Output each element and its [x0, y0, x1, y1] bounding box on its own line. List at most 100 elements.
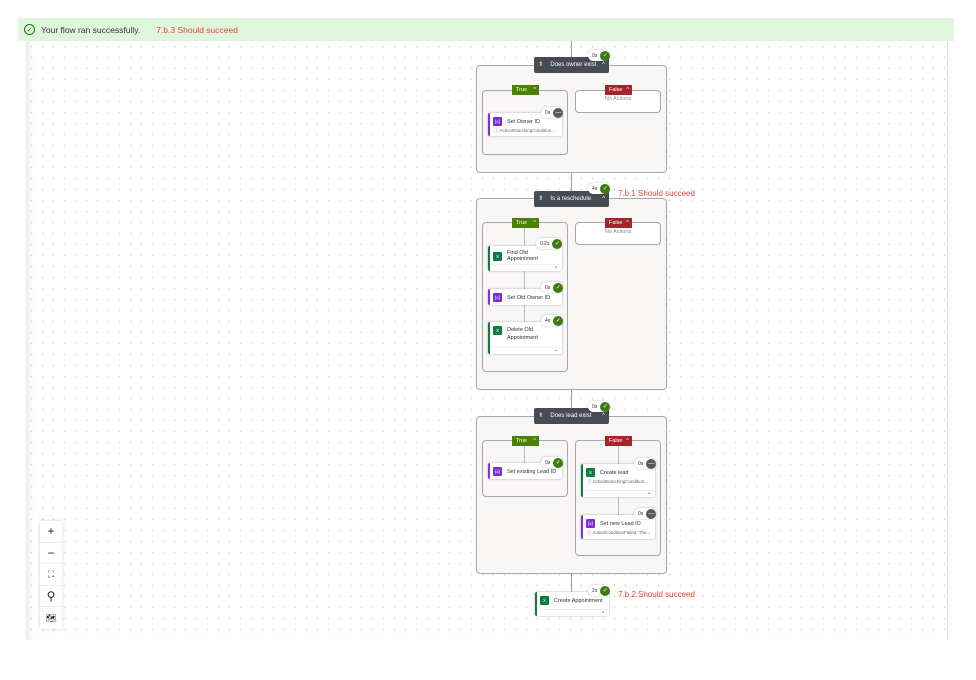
label-text: True [516, 220, 528, 226]
success-icon: ✓ [553, 457, 564, 468]
run-badge: 2s✓ [588, 585, 611, 596]
annotation: 7.b.1 Should succeed [618, 189, 695, 198]
label-text: False [609, 87, 623, 93]
action-subtitle: ⓘ ActionBranchingCondition... [494, 128, 556, 133]
condition-title: Does lead exist [550, 413, 592, 419]
success-icon: ✓ [600, 401, 611, 412]
label-text: False [609, 438, 623, 444]
chevron-up-icon: ^ [626, 87, 629, 93]
banner-message: Your flow ran successfully. [41, 24, 141, 35]
condition-icon: ⫪ [539, 61, 543, 68]
dataverse-icon: X [586, 468, 595, 477]
action-title: Set existing Lead ID [507, 468, 557, 475]
condition-is-a-reschedule[interactable]: ⫪Is a reschedule^ [534, 191, 609, 207]
skipped-icon: — [646, 508, 657, 519]
variable-icon: {x} [493, 467, 502, 476]
excel-icon: X [493, 251, 502, 261]
success-icon: ✓ [600, 585, 611, 596]
run-badge: 0s— [634, 508, 657, 519]
annotation: 7.b.2 Should succeed [618, 590, 695, 599]
chevron-up-icon: ^ [533, 87, 536, 93]
skipped-icon: — [553, 107, 564, 118]
success-icon: ✓ [600, 50, 611, 61]
run-badge: 0s✓ [588, 401, 611, 412]
duration: 0s [545, 459, 551, 466]
connector [571, 574, 572, 592]
chevron-up-icon[interactable]: ^ [602, 413, 605, 419]
zoom-in-button[interactable]: + [40, 521, 62, 543]
run-badge: 4s✓ [588, 183, 611, 194]
action-set-old-owner-id[interactable]: {x} Set Old Owner ID [488, 289, 562, 305]
action-create-lead[interactable]: X Create lead ⓘ ActionBranchingCondition..… [581, 464, 655, 497]
condition-does-lead-exist[interactable]: ⫪ Does lead exist ^ [534, 408, 609, 424]
link-icon: ⚭ [537, 609, 609, 616]
duration: 0s [638, 460, 644, 467]
no-actions-text: No Actions [604, 229, 632, 235]
action-title: Delete Old Appointment [507, 327, 538, 341]
label-text: False [609, 220, 623, 226]
condition-title: Is a reschedule [550, 196, 592, 202]
false-label[interactable]: False^ [605, 85, 632, 95]
zoom-out-button[interactable]: − [40, 543, 62, 565]
variable-icon: {x} [493, 293, 502, 302]
connector [524, 446, 525, 463]
chevron-up-icon[interactable]: ^ [602, 196, 605, 202]
action-title: Set new Lead ID [600, 520, 641, 527]
connector [571, 173, 572, 191]
fit-view-button[interactable]: ⛶ [40, 564, 62, 586]
chevron-up-icon[interactable]: ^ [602, 62, 605, 68]
chevron-up-icon: ^ [626, 220, 629, 226]
action-subtitle: ⓘ ActionBranchingCondition... [587, 479, 649, 484]
check-circle-icon: ✓ [24, 24, 35, 35]
excel-icon: X [493, 326, 502, 335]
run-badge: 4s✓ [541, 315, 564, 326]
duration: 0s [592, 403, 598, 410]
duration: 2s [592, 587, 598, 594]
false-label[interactable]: False^ [605, 436, 632, 446]
subtitle-text: ActionBranchingCondition... [499, 128, 556, 133]
success-icon: ✓ [600, 183, 611, 194]
action-title: Set Owner ID [507, 118, 541, 125]
duration: 0s [638, 510, 644, 517]
run-badge: 0s✓ [541, 457, 564, 468]
action-title: Set Old Owner ID [507, 294, 551, 301]
chevron-up-icon: ^ [533, 220, 536, 226]
action-delete-old-appointment[interactable]: X Delete Old Appointment ⚭ [488, 322, 562, 354]
connector [571, 41, 572, 57]
success-icon: ✓ [552, 238, 563, 249]
minimap-button[interactable]: 🗺 [45, 612, 57, 623]
link-icon: ⚭ [490, 347, 562, 354]
run-badge: 0.2s✓ [536, 238, 563, 249]
run-badge: 0s— [541, 107, 564, 118]
run-badge: 0s— [634, 458, 657, 469]
variable-icon: {x} [493, 117, 502, 126]
no-actions-text: No Actions [604, 96, 632, 102]
subtitle-text: ActionBranchingCondition... [592, 479, 649, 484]
connector [524, 228, 525, 328]
dataverse-icon: X [540, 596, 549, 605]
action-title: Find Old Appointment [507, 250, 538, 262]
false-label[interactable]: False^ [605, 218, 632, 228]
true-label[interactable]: True^ [512, 436, 539, 446]
true-label[interactable]: True ^ [512, 85, 539, 95]
search-button[interactable]: ⚲ [40, 586, 62, 608]
chevron-up-icon: ^ [626, 438, 629, 444]
duration: 0.2s [540, 240, 550, 247]
true-label[interactable]: True ^ [512, 218, 539, 228]
action-set-new-lead-id[interactable]: {x} Set new Lead ID ⓘ ActionConditionFaile… [581, 515, 655, 539]
condition-icon: ⫪ [539, 412, 543, 419]
status-banner: ✓ Your flow ran successfully. 7.b.3 Shou… [18, 18, 954, 41]
action-set-owner-id[interactable]: {x} Set Owner ID ⓘ ActionBranchingConditio… [488, 113, 562, 136]
action-subtitle: ⓘ ActionConditionFailed. The... [587, 530, 651, 535]
label-text: True [516, 87, 528, 93]
condition-does-owner-exist[interactable]: ⫪ Does owner exist ^ [534, 57, 609, 73]
duration: 0s [592, 52, 598, 59]
condition-title: Does owner exist [550, 62, 597, 68]
action-title: Create lead [600, 469, 629, 476]
run-badge: 0s✓ [541, 282, 564, 293]
variable-icon: {x} [586, 519, 595, 528]
duration: 0s [545, 109, 551, 116]
zoom-controls: + − ⛶ ⚲ 🗺 [40, 521, 62, 629]
